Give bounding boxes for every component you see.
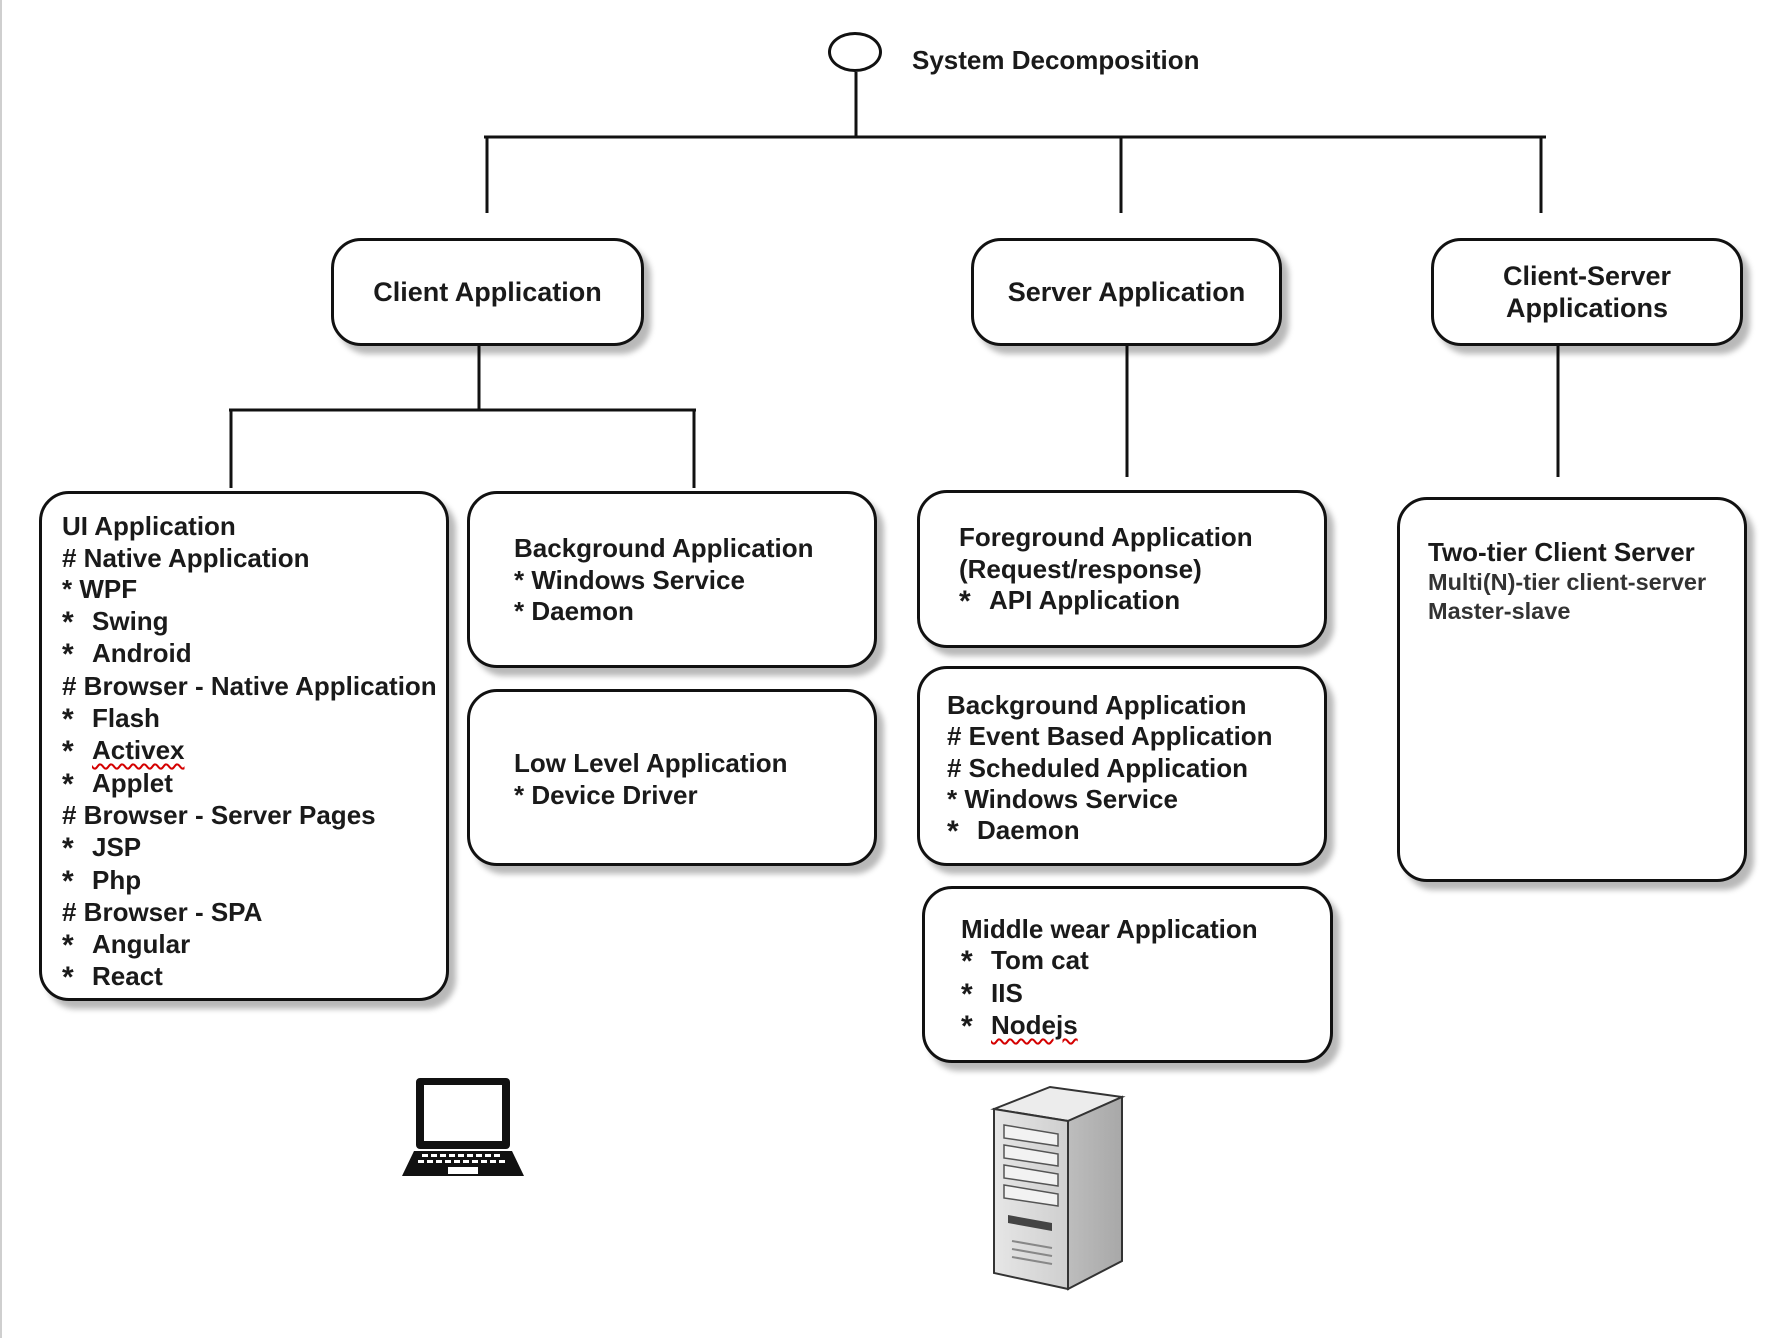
page-left-edge: [0, 0, 2, 1338]
client-background-title: Background Application: [514, 533, 814, 563]
flash-label: Flash: [92, 702, 160, 733]
bullet-star: *: [62, 928, 74, 962]
bullet-star: *: [959, 585, 971, 618]
client-server-title-line1: Client-Server: [1502, 261, 1672, 291]
request-response-label: (Request/response): [959, 553, 1202, 584]
server-windows-service-item: * Windows Service: [947, 783, 1178, 814]
api-application-label: API Application: [989, 585, 1181, 615]
low-level-title: Low Level Application: [514, 748, 788, 778]
angular-label: Angular: [92, 928, 191, 959]
client-background-application-box: Background Application * Windows Service…: [467, 491, 877, 668]
browser-server-pages-heading: # Browser - Server Pages: [62, 800, 376, 831]
client-server-types-box: Two-tier Client Server Multi(N)-tier cli…: [1397, 497, 1747, 882]
activex-label: Activex: [92, 735, 185, 766]
iis-label: IIS: [991, 977, 1023, 1008]
browser-native-heading: # Browser - Native Application: [62, 670, 437, 701]
flash-item: * Flash: [62, 703, 446, 736]
multi-tier-item: Multi(N)-tier client-server: [1428, 569, 1707, 595]
php-item: * Php: [62, 865, 446, 898]
bullet-star: *: [62, 702, 74, 736]
browser-spa-heading: # Browser - SPA: [62, 897, 263, 928]
root-node-oval: [828, 32, 882, 72]
swing-label: Swing: [92, 605, 169, 636]
client-application-title: Client Application: [373, 277, 602, 307]
jsp-label: JSP: [92, 831, 142, 862]
client-daemon-item: * Daemon: [514, 596, 634, 626]
bullet-star: *: [62, 605, 74, 639]
server-tower-icon: [990, 1085, 1126, 1291]
react-item: * React: [62, 961, 446, 994]
client-windows-service-item: * Windows Service: [514, 564, 745, 595]
device-driver-item: * Device Driver: [514, 780, 698, 810]
bullet-star: *: [62, 638, 74, 672]
applet-item: * Applet: [62, 768, 446, 801]
android-item: * Android: [62, 638, 446, 671]
root-title: System Decomposition: [912, 45, 1200, 75]
iis-item: * IIS: [961, 978, 1330, 1010]
api-application-item: * API Application: [959, 585, 1324, 618]
activex-item: * Activex: [62, 735, 446, 768]
nodejs-item: * Nodejs: [961, 1010, 1330, 1042]
bullet-star: *: [62, 864, 74, 898]
bullet-star: *: [62, 961, 74, 995]
bullet-star: *: [961, 1009, 973, 1043]
bullet-star: *: [62, 831, 74, 865]
server-application-box: Server Application: [971, 238, 1282, 346]
bullet-star: *: [961, 977, 973, 1011]
client-server-applications-box: Client-Server Applications: [1431, 238, 1743, 346]
client-server-title-line2: Applications: [1505, 293, 1668, 323]
master-slave-item: Master-slave: [1428, 598, 1571, 624]
react-label: React: [92, 961, 163, 992]
middleware-application-box: Middle wear Application * Tom cat * IIS * N…: [922, 886, 1333, 1063]
server-daemon-label: Daemon: [977, 815, 1080, 846]
middleware-title: Middle wear Application: [961, 914, 1258, 944]
bullet-star: *: [62, 735, 74, 769]
php-label: Php: [92, 864, 142, 895]
event-based-item: # Event Based Application: [947, 721, 1273, 752]
foreground-title: Foreground Application: [959, 522, 1253, 552]
android-label: Android: [92, 638, 192, 669]
swing-item: * Swing: [62, 606, 446, 639]
laptop-icon: [402, 1078, 524, 1176]
server-background-title: Background Application: [947, 690, 1247, 720]
two-tier-item: Two-tier Client Server: [1428, 537, 1695, 567]
native-application-heading: # Native Application: [62, 542, 310, 573]
server-daemon-item: * Daemon: [947, 815, 1324, 847]
applet-label: Applet: [92, 767, 173, 798]
bullet-star: *: [947, 815, 959, 849]
tomcat-item: * Tom cat: [961, 945, 1330, 977]
jsp-item: * JSP: [62, 832, 446, 865]
client-application-box: Client Application: [331, 238, 644, 346]
foreground-application-box: Foreground Application (Request/response…: [917, 490, 1327, 648]
ui-application-box: UI Application # Native Application * WP…: [39, 491, 449, 1001]
server-background-application-box: Background Application # Event Based App…: [917, 666, 1327, 866]
scheduled-item: # Scheduled Application: [947, 752, 1248, 783]
ui-application-title: UI Application: [62, 511, 236, 541]
wpf-item: * WPF: [62, 574, 138, 605]
tomcat-label: Tom cat: [991, 945, 1089, 976]
low-level-application-box: Low Level Application * Device Driver: [467, 689, 877, 866]
bullet-star: *: [961, 945, 973, 979]
server-application-title: Server Application: [1007, 277, 1246, 307]
angular-item: * Angular: [62, 929, 446, 962]
nodejs-label: Nodejs: [991, 1009, 1078, 1040]
bullet-star: *: [62, 767, 74, 801]
